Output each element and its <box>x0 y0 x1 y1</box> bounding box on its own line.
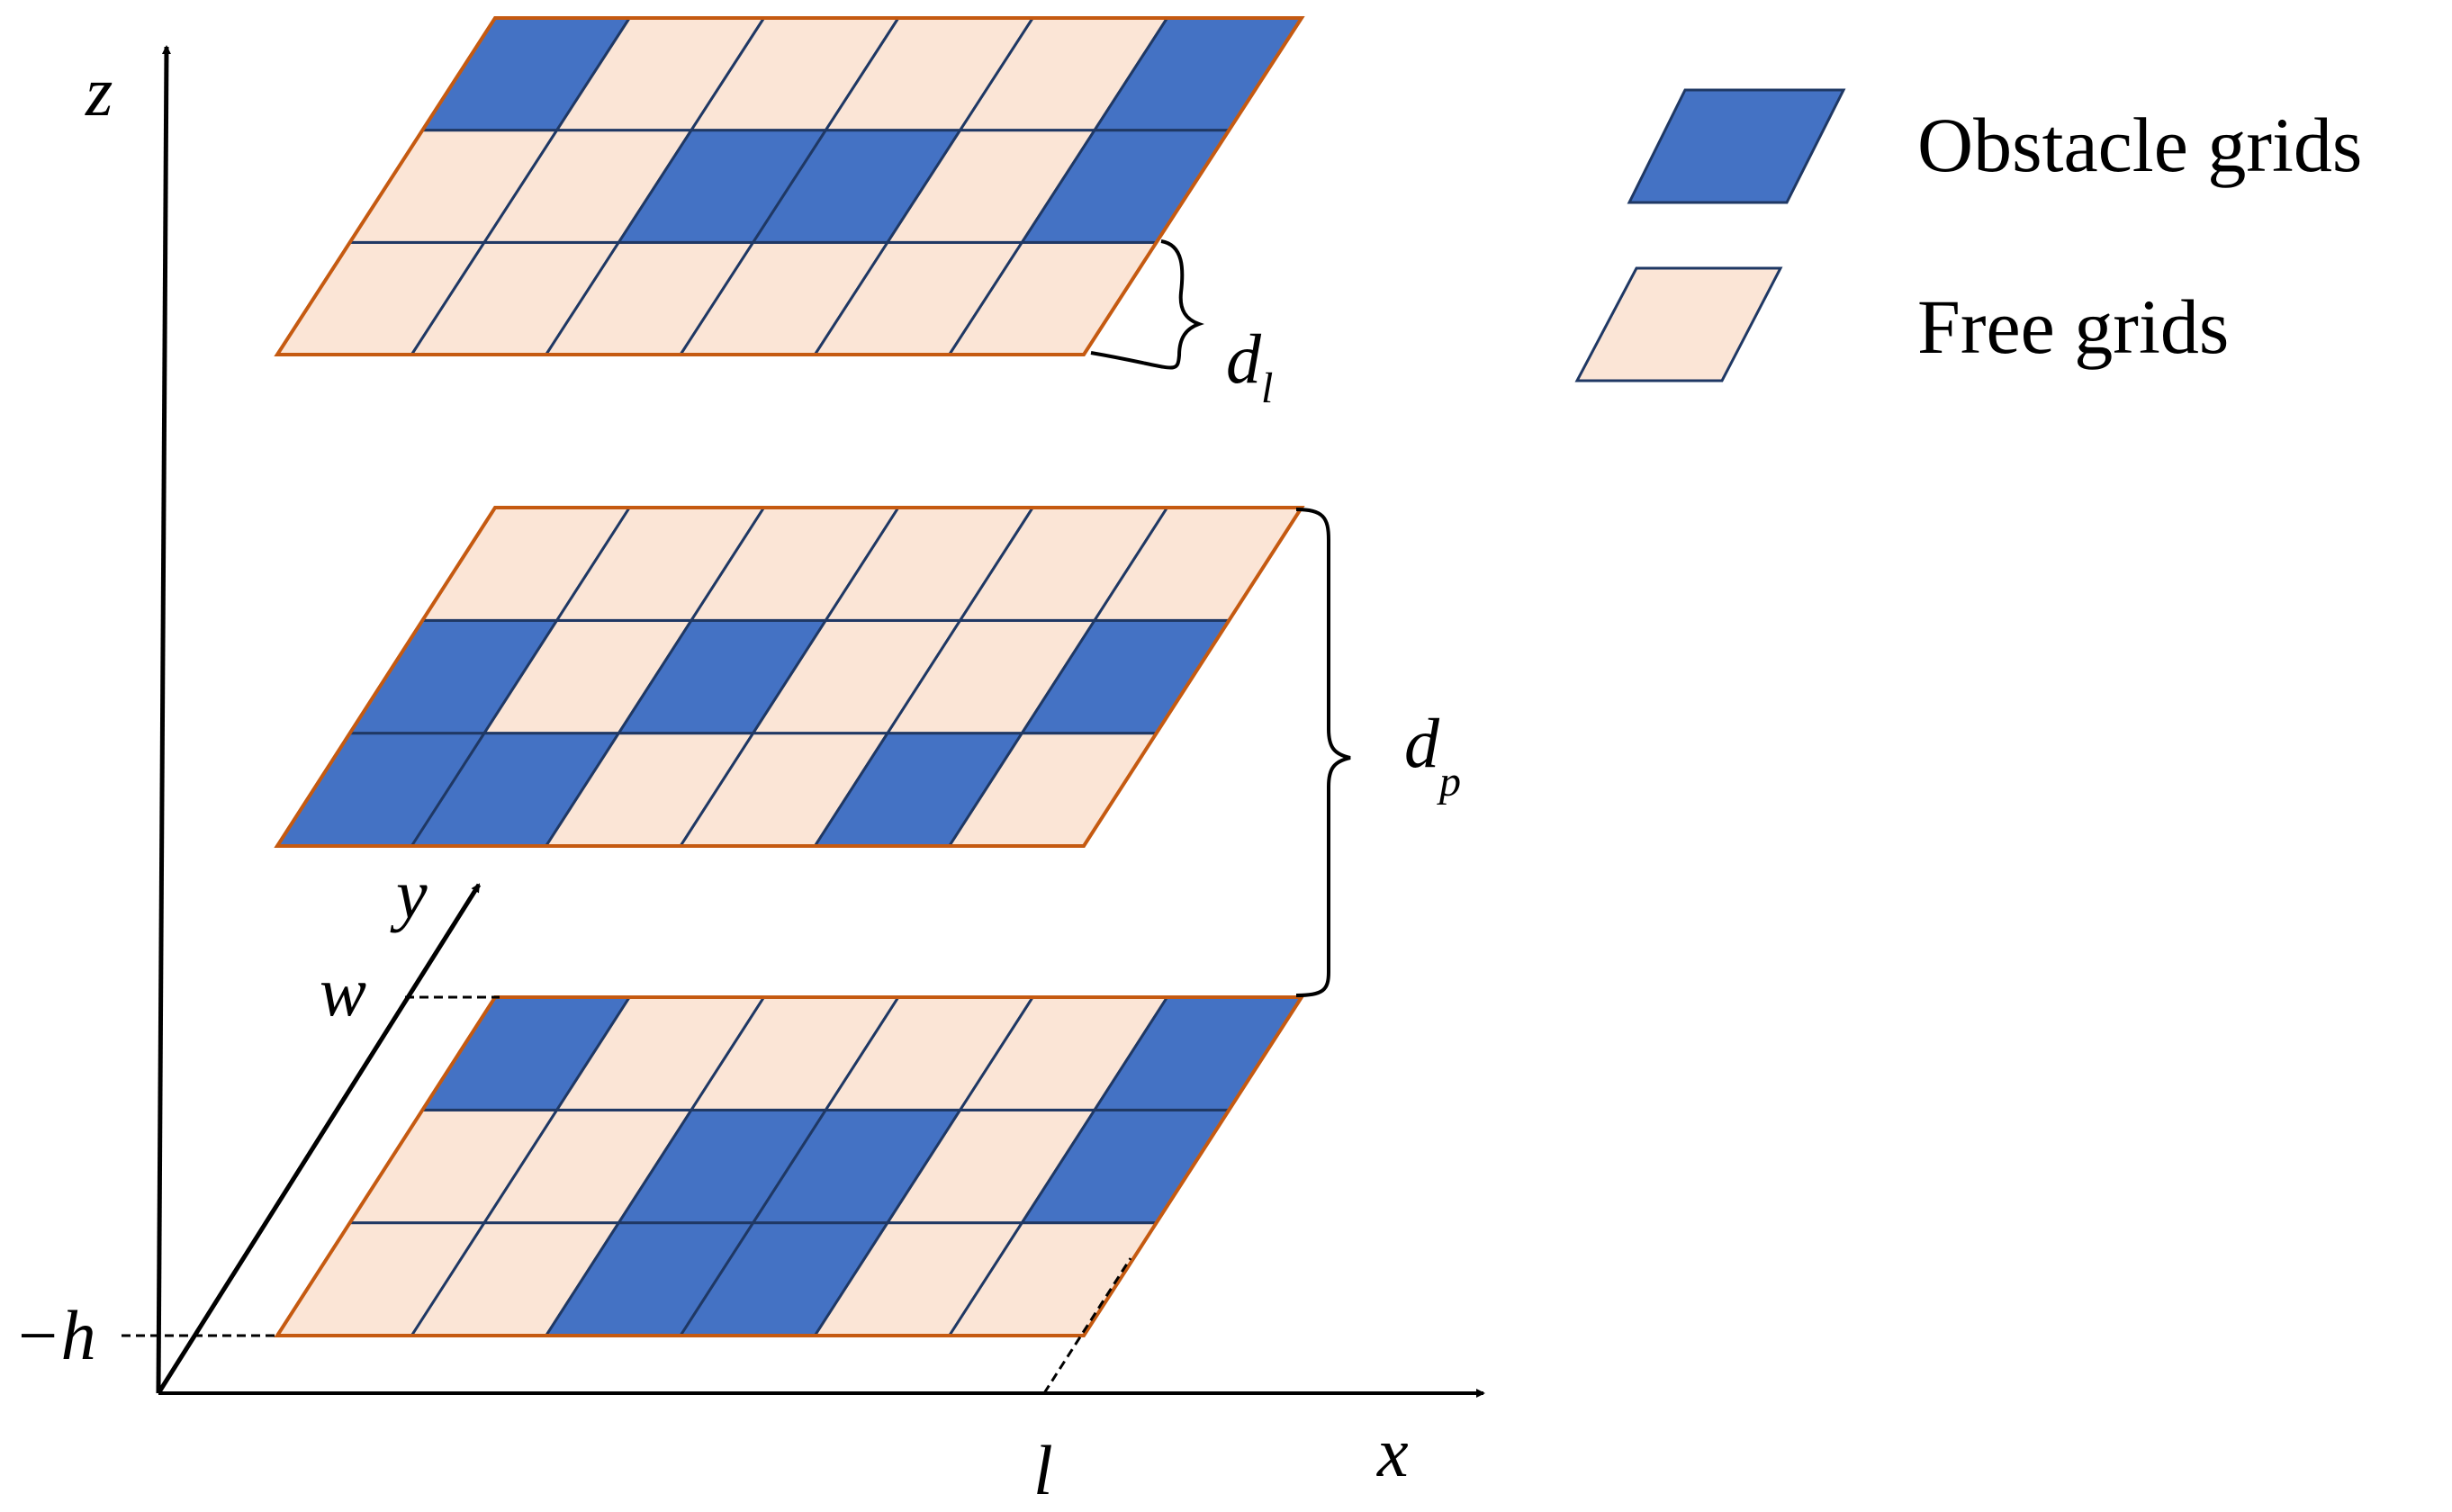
z-axis <box>156 45 171 1394</box>
dl-brace <box>1090 239 1204 370</box>
top-grid-layer <box>274 16 1305 356</box>
middle-grid-layer <box>274 506 1305 848</box>
legend-obstacle-label: Obstacle grids <box>1917 102 2362 188</box>
legend-obstacle-swatch <box>1627 88 1846 204</box>
x-axis-label: x <box>1376 1413 1409 1491</box>
bottom-grid-layer <box>274 995 1305 1337</box>
y-axis-label: y <box>390 855 428 933</box>
legend-free-label: Free grids <box>1917 284 2229 370</box>
dp-brace <box>1295 508 1351 997</box>
dl-base: d <box>1226 320 1262 398</box>
legend-free-swatch <box>1574 266 1783 382</box>
l-guide-line <box>1042 1257 1132 1394</box>
z-axis-label: z <box>85 52 113 130</box>
w-label: w <box>320 952 366 1030</box>
layer-border <box>274 506 1305 848</box>
y-axis <box>156 883 482 1395</box>
layer-border <box>274 995 1305 1337</box>
dp-label: dp <box>1404 704 1461 806</box>
layer-border <box>274 16 1305 356</box>
dp-subscript: p <box>1437 758 1461 806</box>
dl-subscript: l <box>1261 364 1273 412</box>
l-label: l <box>1033 1431 1053 1509</box>
dp-base: d <box>1404 704 1440 782</box>
h-label: −h <box>14 1296 96 1374</box>
dl-label: dl <box>1226 320 1273 412</box>
legend: Obstacle grids Free grids <box>1574 88 2362 382</box>
